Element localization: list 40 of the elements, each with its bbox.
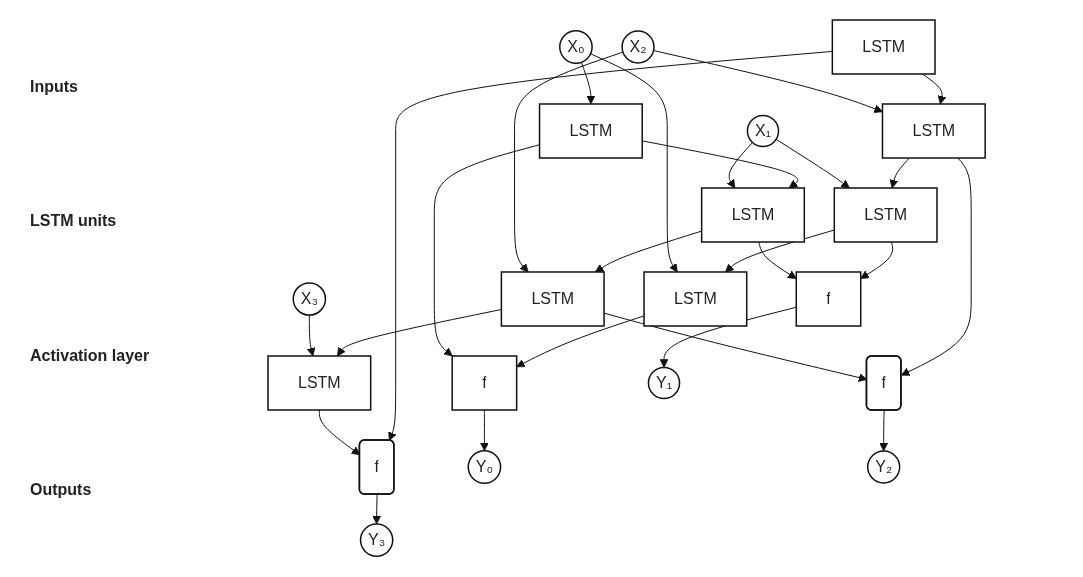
arrow: [653, 50, 883, 114]
row-label: LSTM units: [30, 212, 118, 231]
arrow: [336, 309, 502, 357]
arrow: [725, 229, 835, 273]
arrow: [889, 157, 910, 189]
node-box: LSTM: [700, 187, 805, 244]
arrow: [433, 144, 540, 357]
arrow: [879, 410, 888, 452]
node-circle: X₁: [746, 115, 780, 148]
node-box: f: [451, 355, 518, 412]
node-circle: Y₀: [467, 450, 502, 485]
node-box: LSTM: [538, 103, 643, 160]
row-label: Outputs: [30, 480, 93, 499]
node-box: LSTM: [833, 187, 938, 244]
node-circle: X₃: [292, 282, 327, 317]
arrow: [775, 139, 850, 189]
node-circle: Y₂: [866, 450, 901, 485]
arrow: [306, 315, 316, 357]
arrow: [860, 241, 894, 280]
node-circle: Y₁: [647, 367, 681, 400]
arrow: [372, 494, 381, 525]
node-circle: Y₃: [359, 523, 394, 558]
node-box: LSTM: [500, 271, 605, 328]
arrow: [479, 409, 489, 452]
arrow: [388, 51, 833, 442]
node-box: f: [795, 271, 862, 328]
node-circle: X₂: [621, 30, 655, 65]
arrow: [758, 241, 797, 280]
node-box: LSTM: [643, 271, 748, 328]
arrow: [580, 62, 596, 105]
arrow: [590, 53, 678, 273]
arrow: [513, 52, 624, 273]
arrow: [726, 142, 753, 189]
arrow: [900, 157, 972, 377]
node-box: LSTM: [267, 355, 372, 412]
node-box: LSTM: [831, 19, 936, 76]
node-box: LSTM: [881, 103, 986, 160]
node-circle: X₀: [558, 30, 593, 65]
row-label: Activation layer: [30, 346, 151, 365]
row-label: Inputs: [30, 78, 79, 97]
